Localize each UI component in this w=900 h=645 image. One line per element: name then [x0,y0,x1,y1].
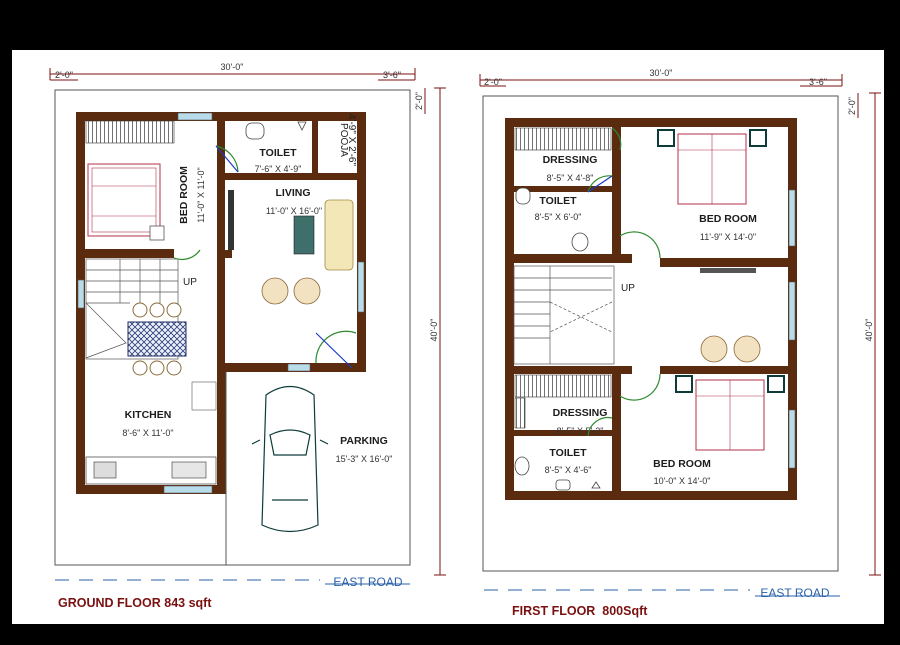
first-stair-up-label: UP [621,283,635,294]
ground-living-label: LIVING [275,187,310,199]
ground-floor-title: GROUND FLOOR 843 sqft [58,596,212,610]
ground-bed-room-label: BED ROOM [178,166,190,224]
ground-bed-room-size: 11'-0" X 11'-0" [196,167,206,223]
ground-floor-plan: 30'-0" 2'-0" 3'-6" 40'-0" 2'-0" [49,62,446,576]
ground-stair-up-label: UP [183,277,197,288]
first-staircase [513,265,615,365]
first-bed-room-1-size: 11'-9" X 14'-0" [700,232,756,242]
first-dressing-2-label: DRESSING [553,407,608,419]
ground-setback-right: 3'-6" [383,70,401,80]
first-setback-left: 2'-0" [484,77,502,87]
first-bed-room-2-label: BED ROOM [653,458,711,470]
first-plot-boundary [482,95,839,572]
ground-pooja-size: 4'-9" X 2'-6" [346,114,357,167]
ground-parking-size: 15'-3" X 16'-0" [336,454,393,464]
ground-plot-boundary [54,89,411,566]
ground-kitchen-size: 8'-6" X 11'-0" [122,428,173,438]
first-road-label: EAST ROAD [760,586,829,600]
ground-living-size: 11'-0" X 16'-0" [266,206,322,216]
first-overall-width: 30'-0" [650,68,673,78]
first-setback-top: 2'-0" [847,97,857,115]
ground-road-label: EAST ROAD [333,575,402,589]
first-bed-2-icon [675,375,785,451]
ground-windows [77,112,365,494]
ground-parking-label: PARKING [340,435,388,447]
ground-bed-icon [87,163,165,241]
ground-overall-depth: 40'-0" [429,319,439,342]
first-toilet-1-size: 8'-5" X 6'-0" [535,212,582,222]
ground-doors [173,145,357,369]
ground-toilet-label: TOILET [259,147,297,159]
first-dressing-1-wardrobe [514,127,612,151]
first-bed-room-1-label: BED ROOM [699,213,757,225]
first-floor-plan: 30'-0" 2'-0" 3'-6" 40'-0" 2'-0" [479,68,881,576]
first-toilet-2-size: 8'-5" X 4'-6" [545,465,592,475]
ground-right-dimension [424,87,446,576]
first-dressing-1-label: DRESSING [543,154,598,166]
ground-kitchen-label: KITCHEN [125,409,172,421]
first-overall-depth: 40'-0" [864,319,874,342]
first-dressing-1-size: 8'-5" X 4'-8" [547,173,594,183]
ground-pooja-label: POOJA [338,123,349,157]
first-right-dimension [857,92,881,576]
first-bed-room-2-size: 10'-0" X 14'-0" [654,476,711,486]
ground-toilet-size: 7'-6" X 4'-9" [255,164,302,174]
ground-dining-set [127,302,187,376]
ground-kitchen-counter [85,381,217,485]
first-setback-right: 3'-6" [809,77,827,87]
first-bed-1-icon [657,129,767,205]
ground-setback-left: 2'-0" [55,70,73,80]
first-toilet-2-label: TOILET [549,447,587,459]
ground-setback-top: 2'-0" [414,92,424,110]
ground-wardrobe [85,120,175,144]
first-toilet-1-label: TOILET [539,195,577,207]
first-floor-title: FIRST FLOOR 800Sqft [512,604,648,618]
ground-living-furniture [228,190,354,305]
first-lounge-furniture [700,268,761,363]
first-dressing-2-size: 8'-5" X 5'-2" [557,426,604,436]
ground-overall-width: 30'-0" [221,62,244,72]
first-top-dimension [479,74,843,87]
first-dressing-2-side [514,397,526,429]
first-toilet-fixtures [514,187,601,491]
ground-toilet-fixtures [245,121,307,140]
first-doors [587,127,661,437]
ground-top-dimension [49,68,416,81]
first-windows [788,189,796,469]
car-icon [251,385,329,533]
first-dressing-2-wardrobe [514,374,612,398]
